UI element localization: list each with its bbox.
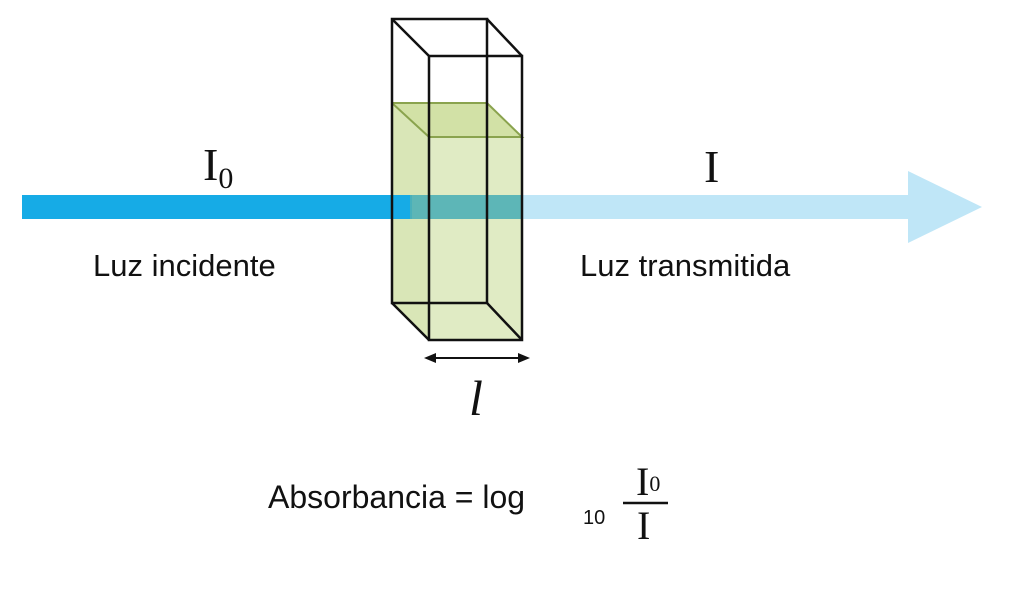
cuvette-edge-top-right	[486, 18, 523, 57]
cuvette-edge-bottom-left	[391, 302, 430, 341]
incident-beam	[22, 195, 412, 219]
incident-light-label: Luz incidente	[93, 248, 276, 283]
formula-denominator: I	[637, 503, 650, 548]
formula-numerator-subscript: 0	[649, 471, 660, 496]
incident-symbol-main: I	[203, 139, 218, 190]
incident-symbol-subscript: 0	[218, 162, 233, 195]
beam-in-cuvette	[410, 195, 522, 219]
formula-numerator-symbol: I	[636, 459, 649, 504]
liquid-top-face	[392, 103, 522, 137]
transmitted-beam-arrowhead	[908, 171, 982, 243]
cuvette	[390, 17, 524, 342]
formula-equals: =	[455, 479, 474, 515]
path-length-symbol: l	[469, 370, 483, 426]
formula-numerator: I0	[636, 459, 660, 504]
absorbance-formula: Absorbancia = log 10 I0 I	[268, 459, 668, 548]
liquid-front-face	[429, 137, 522, 340]
formula-lhs: Absorbancia = log	[268, 479, 525, 515]
liquid-left-face	[392, 103, 429, 340]
transmitted-light-label: Luz transmitida	[580, 248, 791, 283]
path-length-arrow	[424, 353, 530, 363]
formula-log-base: 10	[583, 507, 605, 529]
cuvette-back-face	[390, 17, 489, 305]
formula-log: log	[482, 479, 525, 515]
transmitted-intensity-symbol: I	[704, 141, 719, 192]
cuvette-edge-bottom-right	[486, 302, 523, 341]
formula-absorbance: Absorbancia	[268, 479, 446, 515]
cuvette-liquid	[391, 102, 525, 340]
cuvette-edge-top-left	[391, 18, 430, 57]
incident-intensity-symbol: I0	[203, 139, 233, 195]
cuvette-front-face	[427, 54, 524, 342]
